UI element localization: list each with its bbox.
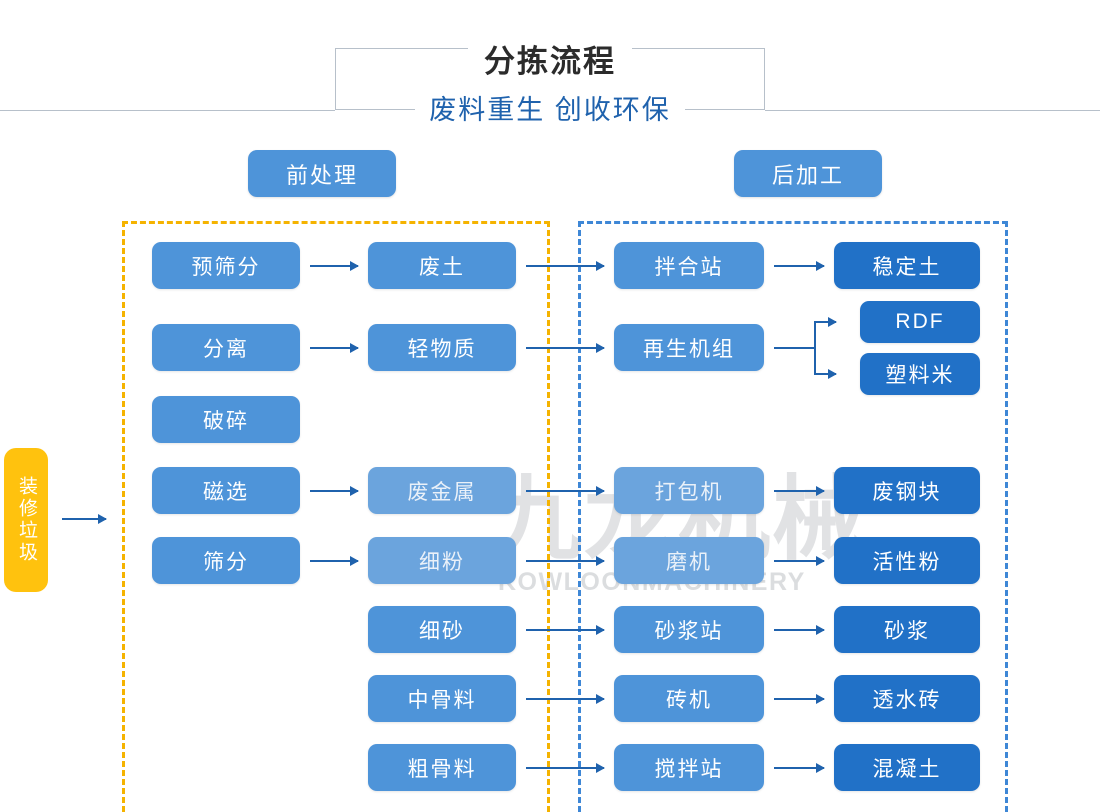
section-tag-postprocessing: 后加工 <box>734 150 882 197</box>
page-subtitle-text: 废料重生 创收环保 <box>415 95 685 125</box>
arrow-scrap-metal-to-baler <box>526 486 605 496</box>
node-medium-aggregate: 中骨料 <box>368 675 516 722</box>
arrow-coarse-aggregate-to-concrete-station <box>526 763 605 773</box>
group-box-postprocessing <box>578 221 1008 812</box>
node-waste-soil: 废土 <box>368 242 516 289</box>
node-mill: 磨机 <box>614 537 764 584</box>
branch-stem-regen-unit <box>774 347 816 349</box>
node-concrete-station: 搅拌站 <box>614 744 764 791</box>
node-rdf: RDF <box>860 301 980 343</box>
arrow-regen-unit-to-rdf <box>814 317 837 327</box>
node-coarse-aggregate: 粗骨料 <box>368 744 516 791</box>
node-light-material: 轻物质 <box>368 324 516 371</box>
arrow-mill-to-active-powder <box>774 556 825 566</box>
group-box-preprocessing <box>122 221 550 812</box>
arrow-light-material-to-regen-unit <box>526 343 605 353</box>
arrow-mortar-station-to-mortar <box>774 625 825 635</box>
node-fine-sand: 细砂 <box>368 606 516 653</box>
page-title-text: 分拣流程 <box>468 44 632 79</box>
arrow-input-to-preprocessing <box>62 514 107 524</box>
branch-vertical-regen-unit <box>814 322 816 374</box>
node-pre-screen: 预筛分 <box>152 242 300 289</box>
node-permeable-brick: 透水砖 <box>834 675 980 722</box>
input-node-label: 装修垃圾 <box>16 476 37 564</box>
header-line-left <box>0 110 335 111</box>
arrow-concrete-station-to-concrete <box>774 763 825 773</box>
node-separation: 分离 <box>152 324 300 371</box>
node-scrap-metal: 废金属 <box>368 467 516 514</box>
node-brick-machine: 砖机 <box>614 675 764 722</box>
node-plastic-pellet: 塑料米 <box>860 353 980 395</box>
node-regeneration-unit: 再生机组 <box>614 324 764 371</box>
node-baler: 打包机 <box>614 467 764 514</box>
input-node-decoration-waste: 装修垃圾 <box>4 448 48 592</box>
arrow-brick-machine-to-permeable-brick <box>774 694 825 704</box>
section-tag-preprocessing: 前处理 <box>248 150 396 197</box>
arrow-pre-screen-to-waste-soil <box>310 261 359 271</box>
node-active-powder: 活性粉 <box>834 537 980 584</box>
node-concrete: 混凝土 <box>834 744 980 791</box>
node-sieving: 筛分 <box>152 537 300 584</box>
arrow-separation-to-light-material <box>310 343 359 353</box>
arrow-mixing-station-to-stabilized-soil <box>774 261 825 271</box>
node-stabilized-soil: 稳定土 <box>834 242 980 289</box>
node-magnetic-separation: 磁选 <box>152 467 300 514</box>
arrow-baler-to-scrap-steel <box>774 486 825 496</box>
arrow-medium-aggregate-to-brick-machine <box>526 694 605 704</box>
header-line-right <box>765 110 1100 111</box>
node-mixing-station: 拌合站 <box>614 242 764 289</box>
arrow-fine-sand-to-mortar-station <box>526 625 605 635</box>
arrow-sieving-to-fine-powder <box>310 556 359 566</box>
node-mortar-station: 砂浆站 <box>614 606 764 653</box>
arrow-magnetic-to-scrap-metal <box>310 486 359 496</box>
arrow-regen-unit-to-plastic-pellet <box>814 369 837 379</box>
page-title: 分拣流程 <box>0 36 1100 81</box>
node-mortar: 砂浆 <box>834 606 980 653</box>
node-crushing: 破碎 <box>152 396 300 443</box>
arrow-fine-powder-to-mill <box>526 556 605 566</box>
arrow-waste-soil-to-mixing-station <box>526 261 605 271</box>
node-fine-powder: 细粉 <box>368 537 516 584</box>
node-scrap-steel: 废钢块 <box>834 467 980 514</box>
page-subtitle: 废料重生 创收环保 <box>0 88 1100 127</box>
